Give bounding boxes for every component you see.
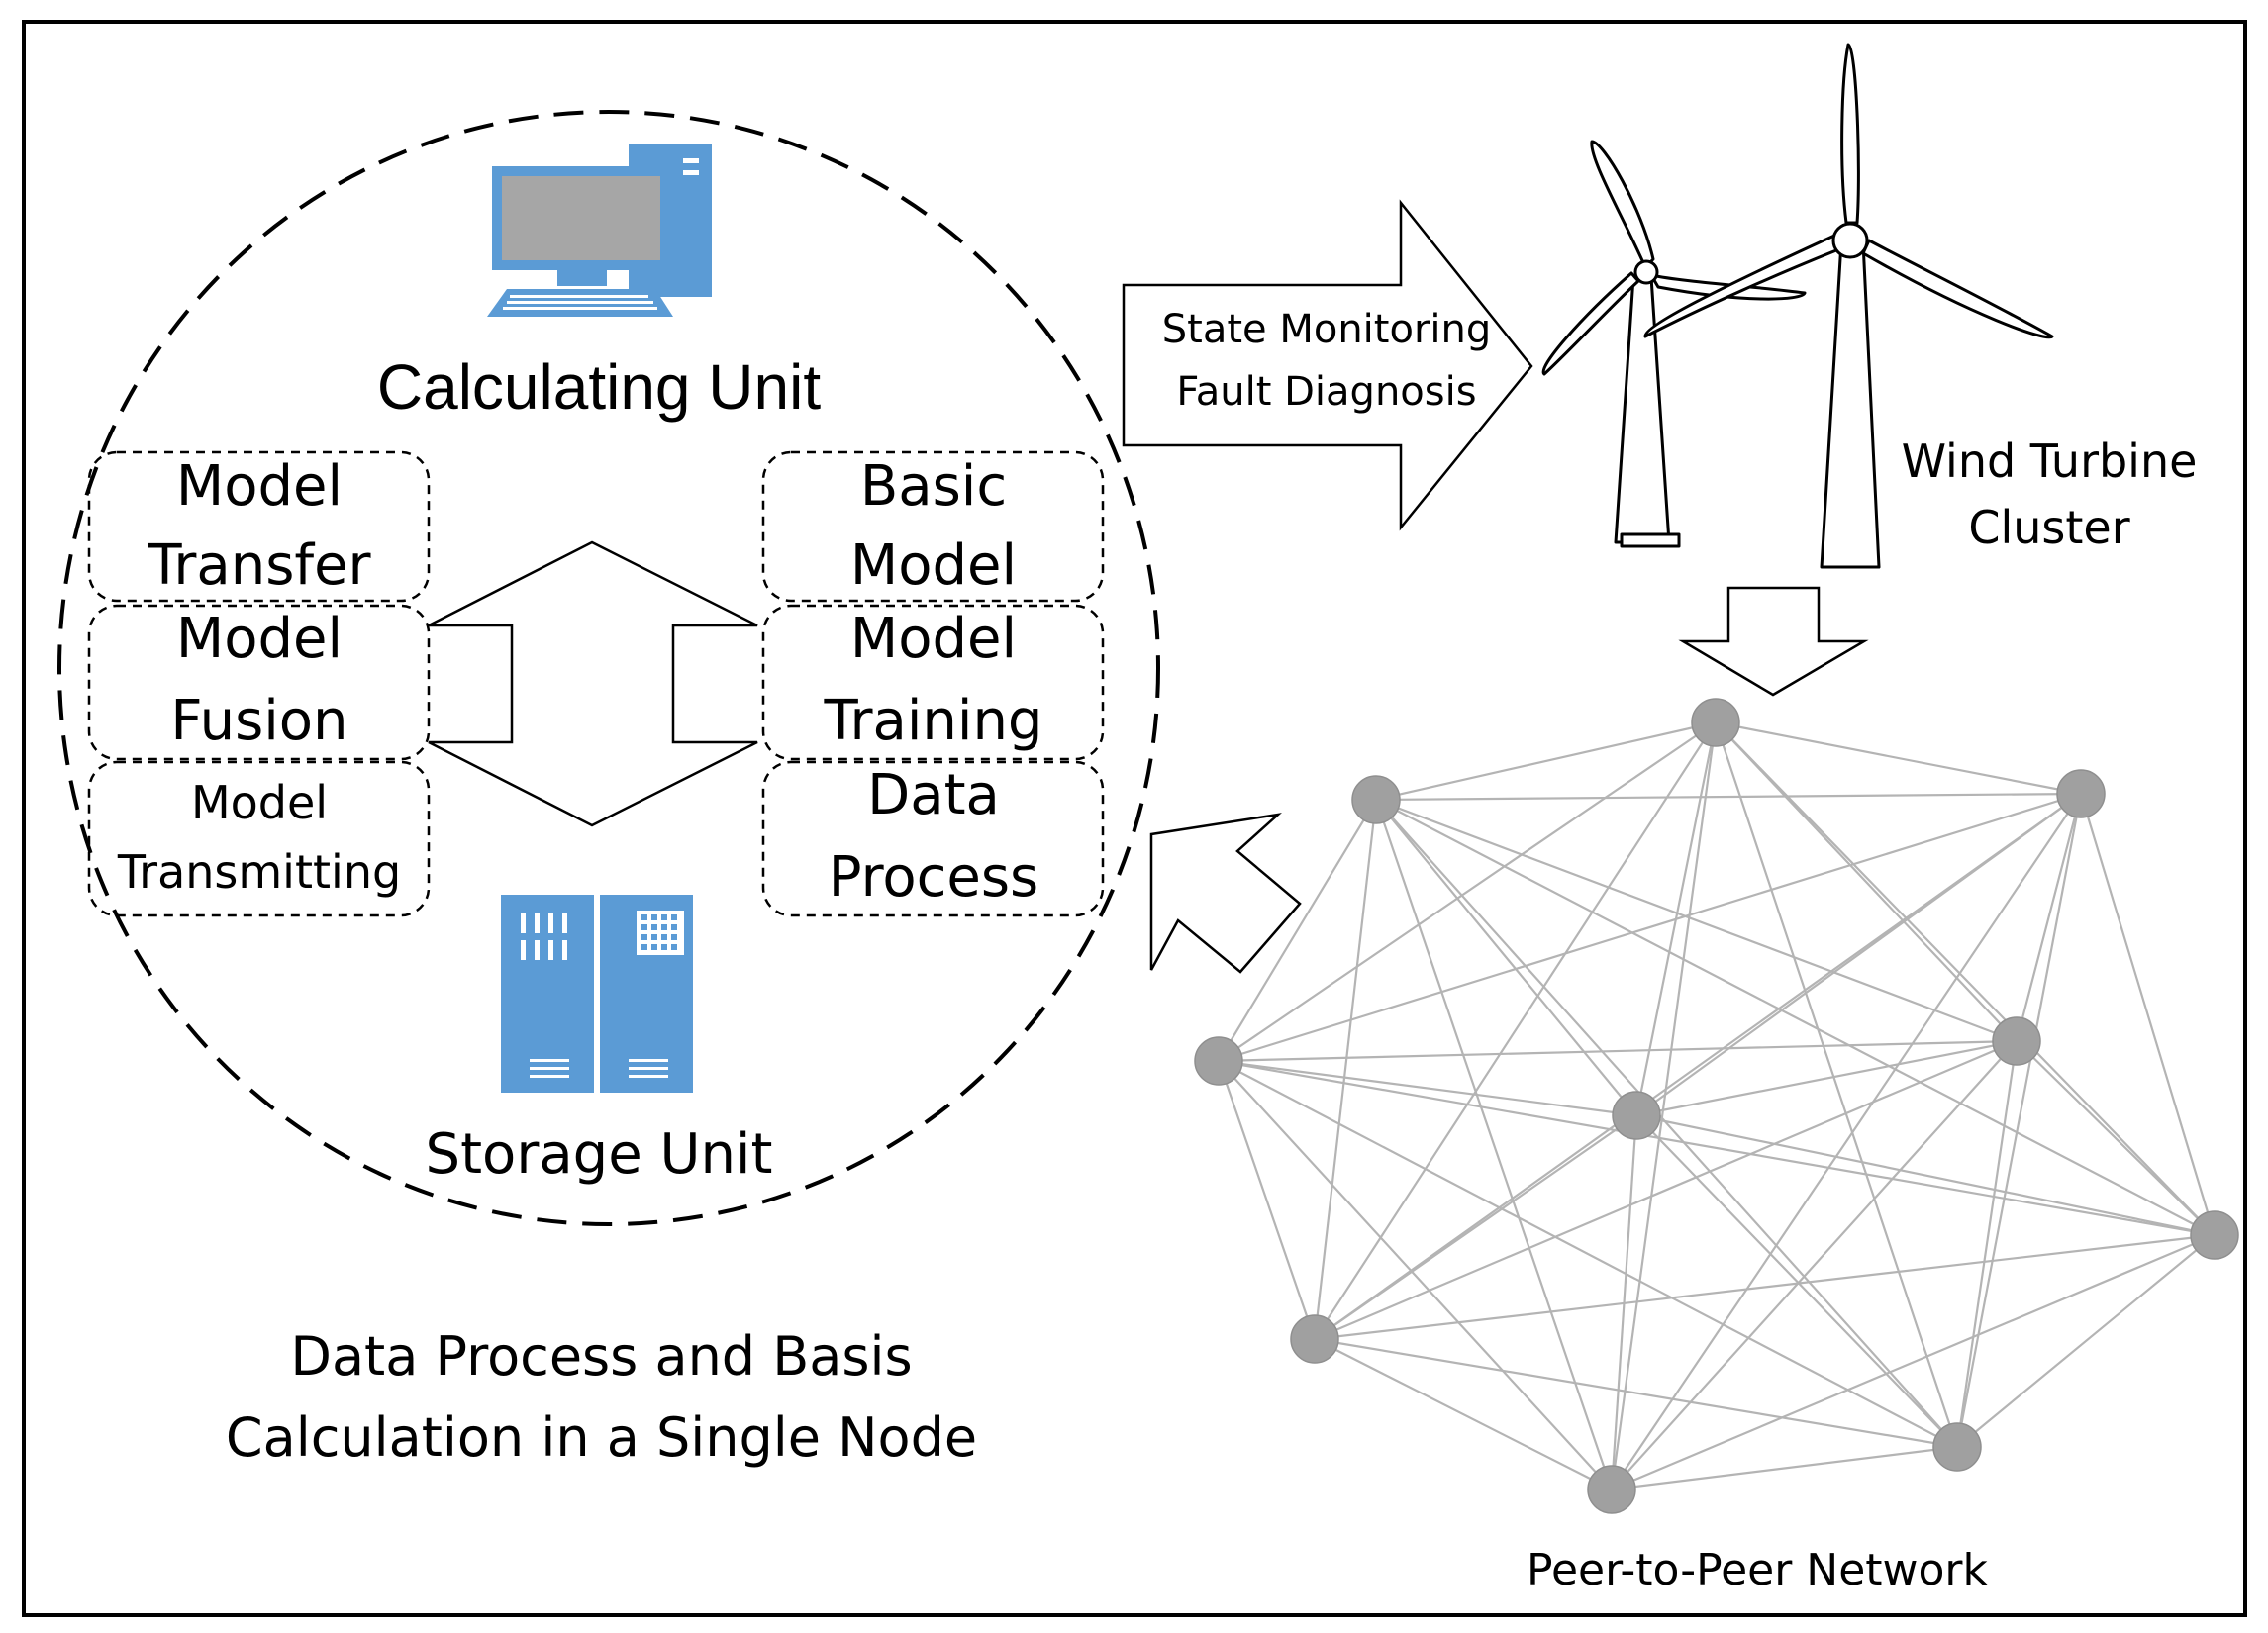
- network-edge: [1611, 1233, 2216, 1491]
- basic-model-label-2: Model: [849, 533, 1018, 598]
- box-data-process: [761, 760, 1105, 917]
- wind-turbine-label-1: Wind Turbine: [1901, 434, 2198, 488]
- arrow-label-line-2: Fault Diagnosis: [1176, 369, 1477, 415]
- network-edge: [1375, 799, 1637, 1116]
- network-node: [2190, 1210, 2239, 1260]
- data-process-label-1: Data: [867, 763, 1000, 827]
- network-edge: [2079, 793, 2217, 1236]
- network-edge: [1375, 799, 2216, 1236]
- network-edge: [1635, 1113, 2216, 1237]
- network-edge: [1218, 1060, 1958, 1448]
- network-edge: [1314, 1114, 1637, 1340]
- network-edge: [1635, 1114, 1958, 1448]
- down-arrow: [1678, 586, 1869, 697]
- network-edge: [1611, 793, 2082, 1490]
- wind-turbine-icon: [1541, 43, 2054, 569]
- network-edge: [1956, 1234, 2216, 1448]
- box-model-training: [761, 604, 1105, 761]
- network-node: [2056, 769, 2106, 818]
- box-basic-model: [761, 450, 1105, 603]
- network-edge: [1375, 720, 1717, 802]
- bidirectional-arrow: [428, 540, 758, 827]
- single-node-circle: [57, 110, 1160, 1226]
- network-edge: [1955, 1040, 2019, 1448]
- network-node: [1932, 1422, 1982, 1472]
- model-fusion-label-1: Model: [175, 607, 344, 671]
- network-edges: [1217, 720, 2217, 1491]
- network-edge: [1955, 793, 2083, 1448]
- model-training-label-1: Model: [849, 607, 1018, 671]
- network-edge: [1611, 1040, 2018, 1490]
- network-nodes: [1194, 698, 2239, 1514]
- model-transfer-label-2: Transfer: [148, 533, 371, 598]
- network-node: [1587, 1465, 1636, 1514]
- wind-turbine-label-2: Cluster: [1968, 501, 2130, 554]
- network-node: [1992, 1016, 2041, 1066]
- box-model-transfer: [87, 450, 431, 603]
- network-edge: [1375, 798, 2018, 1043]
- network-label: Peer-to-Peer Network: [1526, 1545, 1989, 1595]
- network-edge: [1715, 721, 2216, 1236]
- storage-unit-label: Storage Unit: [425, 1122, 773, 1187]
- computer-icon: [487, 144, 712, 317]
- model-transmitting-label-1: Model: [190, 776, 329, 829]
- network-edge: [1715, 721, 2018, 1042]
- network-edge: [1217, 1060, 1317, 1340]
- feedback-arrow: [1149, 813, 1302, 974]
- model-transfer-label-1: Model: [175, 454, 344, 519]
- network-edge: [1610, 721, 1718, 1490]
- network-edge: [1218, 1059, 2216, 1237]
- network-edge: [1715, 720, 2082, 796]
- network-edge: [1314, 1337, 1958, 1449]
- network-edge: [1314, 1039, 2018, 1341]
- node-caption-line-2: Calculation in a Single Node: [225, 1406, 978, 1469]
- network-edge: [1611, 1445, 1958, 1491]
- network-edge: [1314, 721, 1717, 1340]
- node-caption-line-1: Data Process and Basis: [290, 1325, 913, 1388]
- network-edge: [1313, 799, 1378, 1340]
- network-node: [1194, 1036, 1243, 1086]
- box-model-transmitting: [87, 760, 431, 917]
- data-process-label-2: Process: [828, 845, 1039, 910]
- calculating-unit-label: Calculating Unit: [376, 351, 822, 423]
- network-node: [1691, 698, 1740, 747]
- network-edge: [1314, 793, 2082, 1340]
- model-fusion-label-2: Fusion: [170, 689, 348, 753]
- network-edge: [1218, 799, 1377, 1062]
- outer-border: [22, 20, 2247, 1617]
- network-edge: [1218, 721, 1717, 1062]
- network-edge: [1374, 799, 1614, 1490]
- network-edge: [2016, 1040, 2216, 1236]
- network-node: [1612, 1091, 1661, 1140]
- network-node: [1290, 1314, 1339, 1364]
- network-node: [1351, 775, 1401, 824]
- network-edge: [1218, 792, 2082, 1063]
- network-edge: [1714, 721, 1959, 1448]
- network-edge: [2015, 793, 2083, 1042]
- basic-model-label-1: Basic: [859, 454, 1008, 519]
- network-edge: [1218, 1039, 2018, 1063]
- monitoring-arrow: [1122, 199, 1533, 531]
- network-edge: [1218, 1059, 1637, 1117]
- model-transmitting-label-2: Transmitting: [117, 845, 402, 899]
- network-edge: [1375, 799, 1958, 1448]
- box-model-fusion: [87, 604, 431, 761]
- network-edge: [1635, 1039, 2018, 1117]
- arrow-label-line-1: State Monitoring: [1161, 307, 1492, 352]
- model-training-label-2: Training: [824, 689, 1043, 753]
- network-edge: [1375, 792, 2082, 802]
- network-edge: [1218, 1060, 1613, 1490]
- network-edge: [1314, 1233, 2216, 1341]
- network-edge: [1314, 1338, 1613, 1490]
- server-icon: [501, 895, 693, 1093]
